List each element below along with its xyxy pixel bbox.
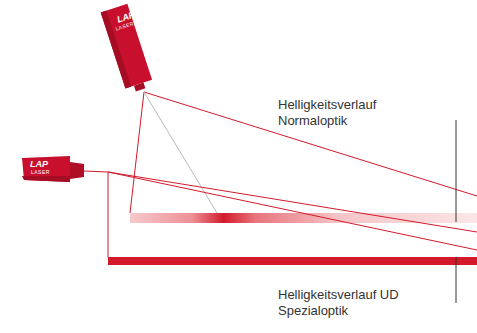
beam-normal: [130, 92, 477, 213]
beam-ud: [84, 171, 477, 257]
laser-left: [22, 156, 84, 182]
brightness-bar-normal: [130, 213, 477, 223]
brand-logo: LAP: [30, 160, 48, 169]
leader-line: [456, 120, 457, 222]
annotation-label: Helligkeitsverlauf UD Spezialoptik: [278, 287, 438, 319]
leader-line: [456, 257, 457, 303]
annotation-label: Helligkeitsverlauf Normaloptik: [278, 97, 438, 129]
brightness-bar-ud: [108, 257, 477, 265]
brand-subtitle: LASER: [31, 170, 50, 175]
laser-top: [101, 4, 154, 94]
center-ray: [144, 92, 217, 213]
